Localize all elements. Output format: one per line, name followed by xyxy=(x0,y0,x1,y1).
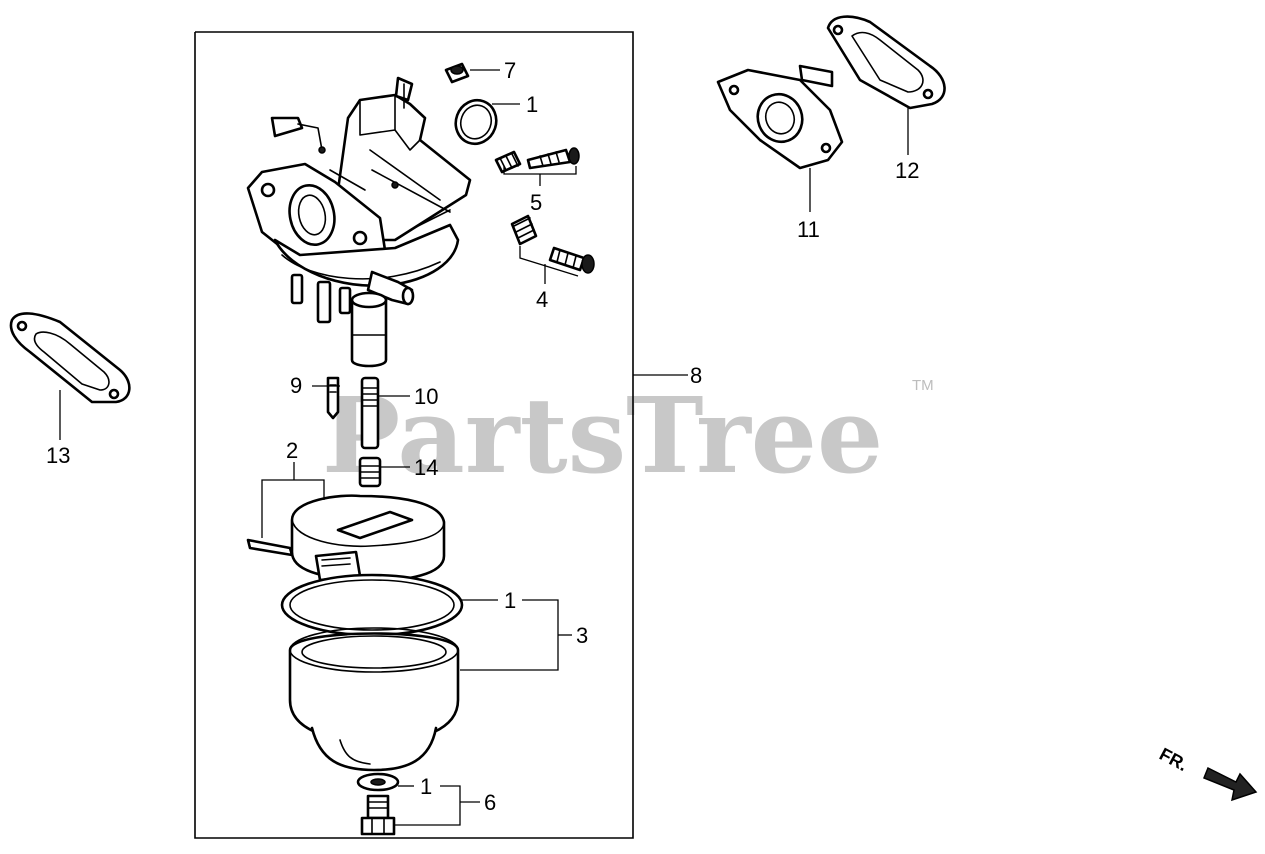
main-nozzle-10 xyxy=(360,376,380,450)
watermark: PartsTree TM xyxy=(322,374,934,497)
watermark-trademark: TM xyxy=(912,377,934,394)
callout-7: 7 xyxy=(504,58,516,83)
float-bowl-gasket xyxy=(280,573,464,637)
float-2 xyxy=(246,494,446,582)
gasket-12 xyxy=(826,15,946,110)
callout-9: 9 xyxy=(290,373,302,398)
screw-7 xyxy=(444,62,470,84)
callouts: 7 1 5 4 8 9 10 14 2 1 3 1 6 11 12 13 xyxy=(46,58,919,815)
callout-11: 11 xyxy=(797,217,820,242)
main-jet-14 xyxy=(358,456,382,488)
float-bowl-3 xyxy=(288,627,460,772)
float-valve-9 xyxy=(326,376,340,420)
arrow-right-down-icon xyxy=(1203,766,1258,802)
o-ring-top xyxy=(454,98,498,146)
callout-2: 2 xyxy=(286,438,298,463)
insulator-11 xyxy=(716,64,844,170)
throttle-stop-screw-set-4 xyxy=(510,214,595,274)
callout-6: 6 xyxy=(484,790,496,815)
pilot-screw-set-5 xyxy=(494,147,580,174)
callout-14: 14 xyxy=(414,455,438,480)
watermark-brand: PartsTree xyxy=(322,374,883,497)
callout-1-mid: 1 xyxy=(504,588,516,613)
carburetor-body xyxy=(246,76,472,368)
callout-5: 5 xyxy=(530,190,542,215)
direction-label: FR. xyxy=(1156,744,1191,775)
callout-12: 12 xyxy=(895,158,919,183)
callout-8: 8 xyxy=(690,363,702,388)
callout-4: 4 xyxy=(536,287,548,312)
assembly-frame xyxy=(194,31,634,839)
callout-1-top: 1 xyxy=(526,92,538,117)
callout-10: 10 xyxy=(414,384,438,409)
leader-lines xyxy=(59,69,909,826)
direction-marker: FR. xyxy=(1156,744,1258,802)
callout-3: 3 xyxy=(576,623,588,648)
drain-bolt-set-6 xyxy=(356,772,400,836)
callout-1-bot: 1 xyxy=(420,774,432,799)
callout-13: 13 xyxy=(46,443,70,468)
gasket-13 xyxy=(9,312,131,404)
